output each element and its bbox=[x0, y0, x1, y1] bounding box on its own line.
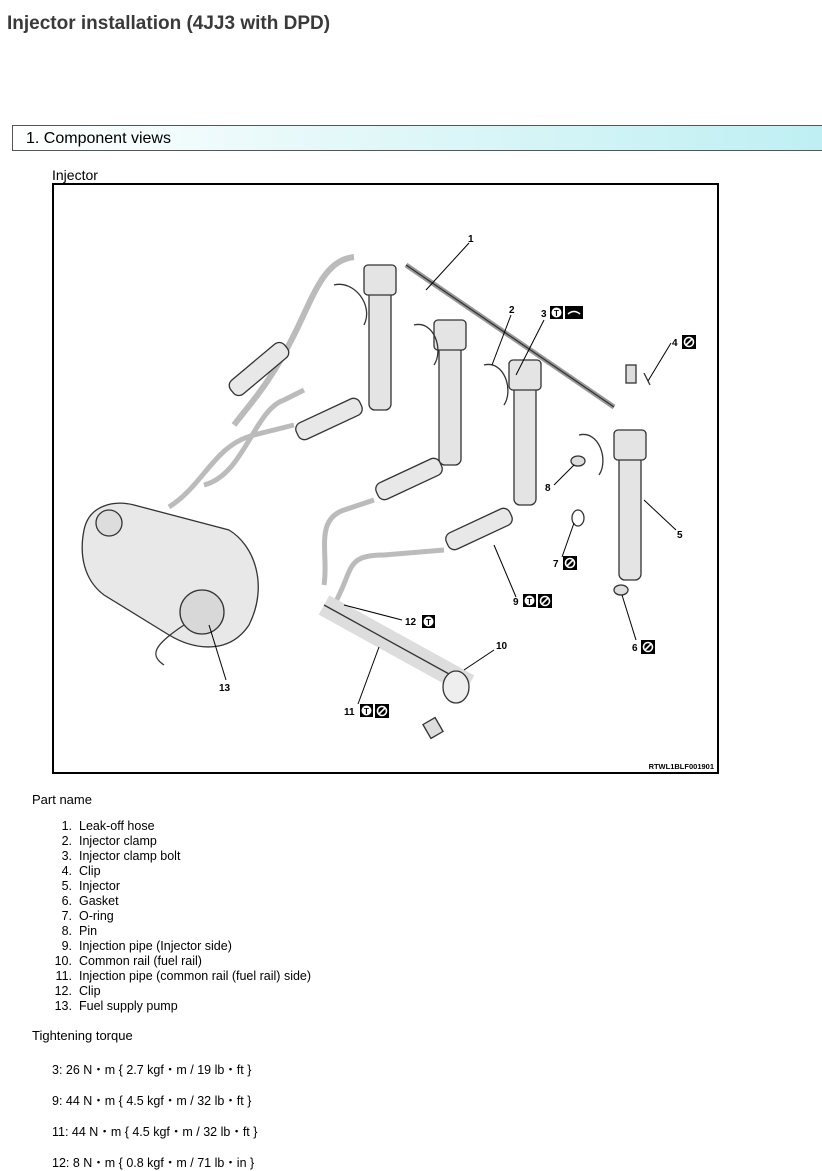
callout-13: 13 bbox=[219, 683, 231, 694]
list-item: 13.Fuel supply pump bbox=[54, 999, 178, 1013]
list-item: 7.O-ring bbox=[61, 909, 114, 923]
list-item: 12.Clip bbox=[54, 984, 101, 998]
page-title: Injector installation (4JJ3 with DPD) bbox=[7, 13, 331, 34]
callout-7: 7 bbox=[553, 559, 559, 570]
torque-icon: T bbox=[550, 306, 563, 319]
list-item: 9.Injection pipe (Injector side) bbox=[61, 939, 232, 953]
callout-12: 12 bbox=[405, 617, 417, 628]
callout-8: 8 bbox=[545, 483, 551, 494]
lubricant-icon bbox=[565, 306, 583, 319]
svg-text:T: T bbox=[364, 707, 369, 716]
part-name-heading: Part name bbox=[32, 792, 92, 807]
injector-illustration: 1 2 3 4 5 6 7 8 9 10 11 12 13 T bbox=[52, 183, 719, 774]
torque-icon: T bbox=[360, 704, 373, 717]
figure-caption: Injector bbox=[52, 167, 98, 183]
list-item: 8.Pin bbox=[61, 924, 98, 938]
do-not-reuse-icon bbox=[538, 594, 552, 608]
list-item: 10.Common rail (fuel rail) bbox=[54, 954, 202, 968]
callout-10: 10 bbox=[496, 641, 508, 652]
list-item: 3.Injector clamp bolt bbox=[61, 849, 181, 863]
do-not-reuse-icon bbox=[641, 640, 655, 654]
svg-text:T: T bbox=[554, 309, 559, 318]
list-item: 6.Gasket bbox=[61, 894, 119, 908]
exploded-view-drawing: 1 2 3 4 5 6 7 8 9 10 11 12 13 T bbox=[81, 234, 696, 740]
list-item: 4.Clip bbox=[61, 864, 101, 878]
callout-2: 2 bbox=[509, 305, 515, 316]
section-title: 1. Component views bbox=[26, 130, 171, 147]
list-item: 2.Injector clamp bbox=[61, 834, 157, 848]
callout-11: 11 bbox=[344, 707, 355, 718]
callout-1: 1 bbox=[468, 234, 474, 245]
section-header: 1. Component views bbox=[12, 125, 822, 151]
svg-text:T: T bbox=[527, 597, 532, 606]
do-not-reuse-icon bbox=[682, 335, 696, 349]
list-item: 11.Injection pipe (common rail (fuel rai… bbox=[55, 969, 312, 983]
do-not-reuse-icon bbox=[375, 704, 389, 718]
torque-spec: 3: 26 N・m { 2.7 kgf・m / 19 lb・ft } bbox=[52, 1063, 252, 1077]
tightening-torque-heading: Tightening torque bbox=[32, 1028, 133, 1043]
do-not-reuse-icon bbox=[563, 556, 577, 570]
list-item: 5.Injector bbox=[61, 879, 120, 893]
list-item: 1.Leak-off hose bbox=[61, 819, 155, 833]
callout-5: 5 bbox=[677, 530, 683, 541]
torque-icon: T bbox=[422, 615, 435, 628]
torque-spec: 11: 44 N・m { 4.5 kgf・m / 32 lb・ft } bbox=[52, 1125, 258, 1139]
callout-3: 3 bbox=[541, 309, 547, 320]
torque-spec: 12: 8 N・m { 0.8 kgf・m / 71 lb・in } bbox=[52, 1156, 255, 1170]
callout-6: 6 bbox=[632, 643, 638, 654]
torque-icon: T bbox=[523, 594, 536, 607]
callout-9: 9 bbox=[513, 597, 519, 608]
torque-spec: 9: 44 N・m { 4.5 kgf・m / 32 lb・ft } bbox=[52, 1094, 252, 1108]
callout-4: 4 bbox=[672, 338, 678, 349]
figure-code: RTWL1BLF001901 bbox=[648, 762, 714, 771]
svg-text:T: T bbox=[426, 618, 431, 627]
part-list: 1.Leak-off hose 2.Injector clamp 3.Injec… bbox=[32, 819, 311, 1014]
